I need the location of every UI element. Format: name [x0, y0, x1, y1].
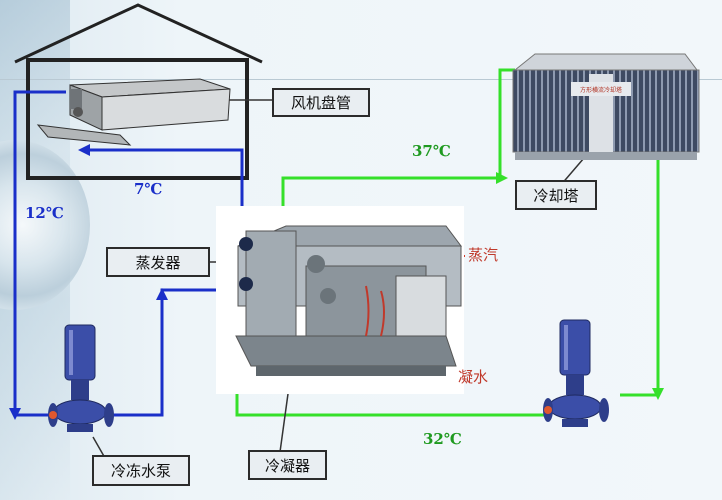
tower-outlet-temperature: 32℃ — [423, 430, 462, 448]
tower-sign-text: 方形横流冷却塔 — [580, 86, 622, 94]
tower-inlet-temperature: 37℃ — [412, 142, 451, 160]
supply-temperature: 7℃ — [134, 180, 163, 198]
condenser-label: 冷凝器 — [248, 450, 327, 480]
absorption-chiller — [216, 206, 464, 394]
cooling-tower-image: 方形横流冷却塔 — [512, 53, 700, 160]
to-tower-arrow-right — [496, 172, 508, 184]
cooling-water-pump-image — [543, 319, 609, 427]
return-temperature: 12℃ — [25, 204, 64, 222]
background-divider — [0, 79, 722, 80]
cooling-tower-label: 冷却塔 — [515, 180, 597, 210]
house-outline — [14, 3, 263, 180]
evaporator-label: 蒸发器 — [106, 247, 210, 277]
fan-coil-label: 风机盘管 — [272, 88, 370, 117]
tower-return-pipe — [620, 138, 660, 397]
tower-return-arrow — [652, 388, 664, 400]
chilled-water-pump-image — [48, 324, 114, 432]
fan-coil-unit — [36, 78, 231, 146]
return-arrow-down — [9, 408, 21, 420]
chilled-return-pipe — [13, 90, 66, 417]
steam-label: 蒸汽 — [468, 246, 499, 264]
pump-to-evaporator-pipe — [110, 288, 248, 417]
chiller-image — [235, 225, 462, 376]
chilled-water-pump-label: 冷冻水泵 — [92, 455, 190, 486]
chilled-supply-arrow — [78, 144, 90, 156]
condensate-label: 凝水 — [458, 368, 489, 386]
pump-outlet-arrow — [156, 288, 168, 300]
